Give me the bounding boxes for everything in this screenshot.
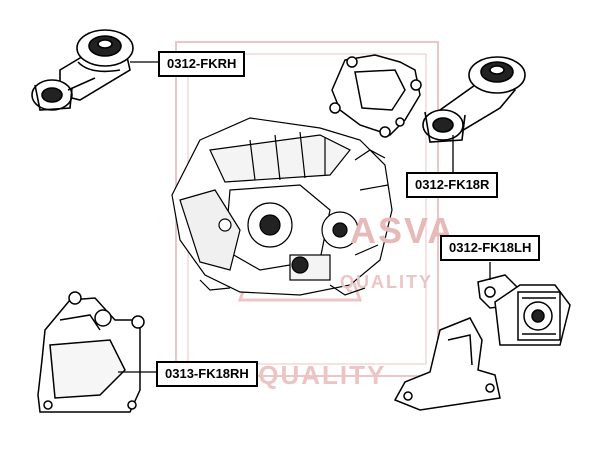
engine-drawing [171,117,393,296]
label-0313-fk18rh: 0313-FK18RH [156,361,258,387]
label-0312-fk18lh: 0312-FK18LH [440,235,541,261]
mount-fk18rh-drawing [37,291,145,413]
watermark-quality-text: QUALITY [340,272,433,292]
bracket-drawing [329,54,422,138]
label-0312-fk18r: 0312-FK18R [406,172,499,198]
mount-fk18lh-drawing [477,274,571,346]
mount-bottom-right-drawing [393,317,501,411]
mount-fkrh-drawing [31,29,134,111]
mount-fk18r-drawing [422,56,526,143]
leader-lines [118,61,491,373]
watermark-logo-text: ASVA [350,210,456,251]
label-0312-fkrh: 0312-FKRH [158,51,246,77]
